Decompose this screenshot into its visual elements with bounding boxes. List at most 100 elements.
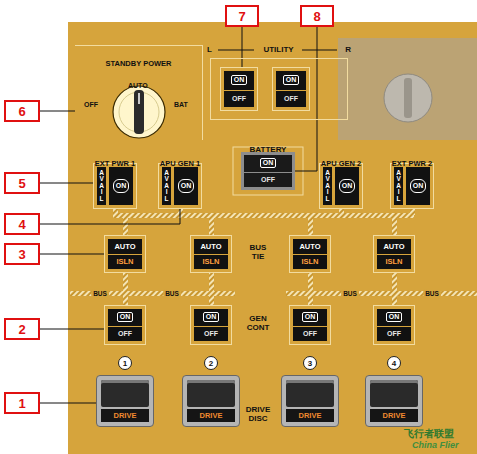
autoisln-node: AUTO ISLN: [104, 235, 146, 273]
callout-node: 1: [4, 392, 40, 414]
onoff-node: ON OFF: [289, 305, 331, 345]
switch-legend: AUTO: [299, 242, 320, 251]
switch-legend: ON: [113, 179, 130, 193]
section-label: BUS TIE: [250, 243, 267, 261]
watermark: 飞行者联盟: [404, 428, 454, 439]
avail-heading-wrap: EXT PWR 1: [95, 152, 135, 170]
callout-node: 8: [300, 5, 334, 27]
watermark: China Flier: [412, 440, 459, 450]
panel-heading: APU GEN 1: [160, 159, 200, 168]
autoisln-node: AUTO ISLN: [373, 235, 415, 273]
switch-legend: ON: [117, 312, 134, 322]
panel-heading: APU GEN 2: [321, 159, 361, 168]
bus-label: BUS: [91, 289, 109, 298]
section-label: DRIVE DISC: [246, 405, 270, 423]
standby-text-wrap: AUTO: [128, 74, 148, 92]
drive-node: DRIVE: [182, 375, 240, 427]
avail-node: EXT PWR 2AVAILON: [390, 163, 434, 209]
drive-node: DRIVE: [365, 375, 423, 427]
switch-upper: AUTO: [108, 239, 142, 254]
callout-node: 6: [4, 100, 40, 122]
drive-guard: [187, 380, 235, 407]
avail-strip: AVAIL: [323, 167, 332, 205]
switch-legend: ON: [231, 75, 248, 85]
switch-legend: ON: [178, 179, 195, 193]
switch-lower: OFF: [244, 173, 292, 188]
battery-surround: [233, 147, 303, 195]
knob-position: BAT: [174, 101, 188, 108]
panel-heading: EXT PWR 2: [392, 159, 432, 168]
switch-lower: ISLN: [108, 255, 142, 270]
leader-line: [40, 111, 75, 112]
switch-legend: ON: [339, 179, 356, 193]
switch-legend: DRIVE: [383, 411, 406, 420]
standby-text-wrap: OFF: [84, 93, 98, 111]
engine-number: 4: [392, 359, 396, 368]
standby-node: STANDBY POWER OFF AUTO BAT: [75, 45, 203, 140]
callout-number: 1: [18, 396, 25, 411]
avail-legend: AVAIL: [164, 170, 169, 203]
circle-node: 3: [303, 356, 317, 370]
switch-lower: ISLN: [293, 255, 327, 270]
drive-legend-plate: DRIVE: [370, 409, 418, 422]
switch-lower: OFF: [377, 327, 411, 342]
switch-lower: OFF: [108, 327, 142, 342]
switch-upper: AUTO: [377, 239, 411, 254]
callout-number: 7: [238, 9, 245, 24]
drive-guard: [370, 380, 418, 407]
switch-legend: ISLN: [116, 257, 133, 266]
switch-lower: ISLN: [377, 255, 411, 270]
switch-legend: ON: [260, 158, 277, 168]
drive-legend-plate: DRIVE: [187, 409, 235, 422]
switch-legend: ISLN: [202, 257, 219, 266]
switch-legend: DRIVE: [114, 411, 137, 420]
switch-legend: ON: [410, 179, 427, 193]
drive-node: DRIVE: [281, 375, 339, 427]
callout-node: 5: [4, 172, 40, 194]
switch-legend: OFF: [303, 330, 317, 338]
panel-face: [68, 22, 477, 454]
avail-node: APU GEN 1AVAILON: [158, 163, 202, 209]
leader-line: [40, 183, 93, 184]
knob-position: AUTO: [128, 82, 148, 89]
switch-legend: OFF: [232, 95, 246, 103]
switch-legend: AUTO: [114, 242, 135, 251]
callout-node: 7: [225, 5, 259, 27]
onoff-node: ON OFF: [104, 305, 146, 345]
avail-legend: AVAIL: [396, 170, 401, 203]
switch-legend: OFF: [118, 330, 132, 338]
leader-line: [40, 329, 104, 330]
standby-text-wrap: STANDBY POWER: [75, 52, 202, 70]
leader-line: [242, 27, 243, 67]
avail-legend: AVAIL: [99, 170, 104, 203]
bus-label: BUS: [163, 289, 181, 298]
switch-lower: ISLN: [194, 255, 228, 270]
switch-legend: AUTO: [200, 242, 221, 251]
autoisln-node: AUTO ISLN: [190, 235, 232, 273]
on-half: ON: [174, 167, 198, 205]
switch-legend: OFF: [284, 95, 298, 103]
battery-heading-wrap: BATTERY: [250, 138, 287, 156]
switch-lower: OFF: [293, 327, 327, 342]
switch-legend: ISLN: [385, 257, 402, 266]
shaded-overlay: [338, 38, 477, 140]
engine-number: 1: [123, 359, 127, 368]
drive-guard: [101, 380, 149, 407]
switch-legend: DRIVE: [299, 411, 322, 420]
avail-strip: AVAIL: [97, 167, 106, 205]
bus-label: BUS: [423, 289, 441, 298]
switch-upper: ON: [293, 309, 327, 326]
switch-legend: ON: [302, 312, 319, 322]
callout-node: 4: [4, 213, 40, 235]
drive-node: DRIVE: [96, 375, 154, 427]
circle-node: 4: [387, 356, 401, 370]
callout-node: 2: [4, 318, 40, 340]
callout-number: 6: [18, 104, 25, 119]
switch-upper: ON: [377, 309, 411, 326]
switch-lower: OFF: [194, 327, 228, 342]
onoff-node: ONOFF: [272, 67, 310, 111]
callout-number: 4: [18, 217, 25, 232]
callout-number: 3: [18, 247, 25, 262]
battery-node: BATTERYONOFF: [241, 152, 295, 190]
